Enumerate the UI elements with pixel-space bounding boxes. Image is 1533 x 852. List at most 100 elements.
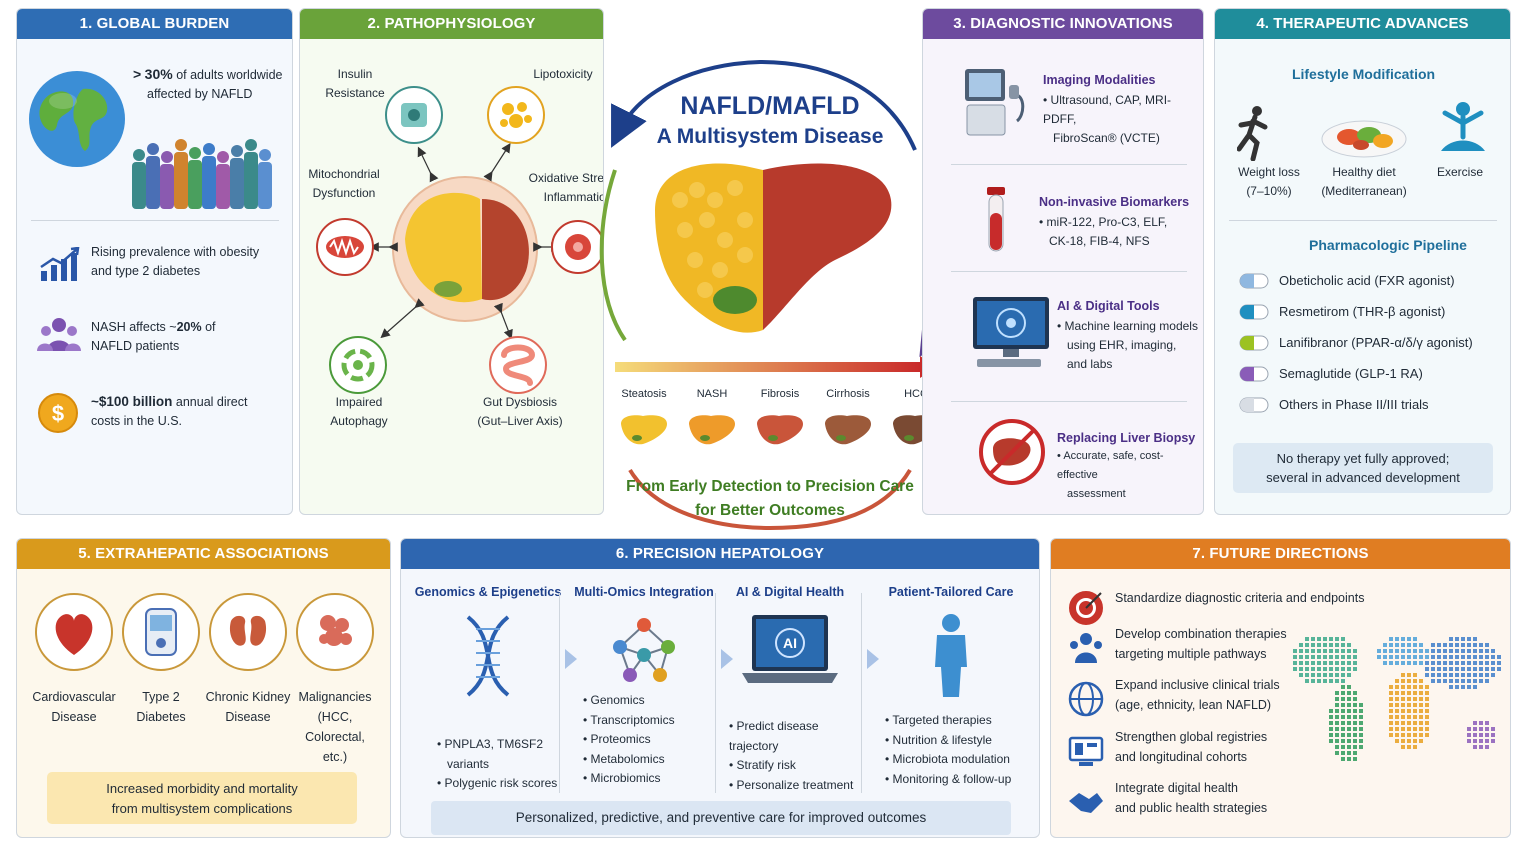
divider [951, 401, 1187, 402]
precision-column: Multi-Omics IntegrationGenomicsTranscrip… [569, 583, 719, 793]
column-item: Polygenic risk scores [437, 774, 558, 794]
flow-arrow [867, 649, 879, 669]
patient-icon [935, 614, 967, 697]
divider [951, 164, 1187, 165]
drug-item: Semaglutide (GLP-1 RA) [1239, 364, 1509, 386]
node-oxidative-stress: Oxidative Stress &Inflammation [528, 171, 604, 204]
heart-icon [35, 593, 113, 671]
panel-global-burden: 1. GLOBAL BURDEN > 30% of adults worldwi… [16, 8, 293, 515]
globe-grid-icon [1068, 681, 1104, 717]
panel-therapeutic-advances: 4. THERAPEUTIC ADVANCES Lifestyle Modifi… [1214, 8, 1511, 515]
column-title: Patient-Tailored Care [888, 585, 1014, 599]
healthy-plate-icon [1321, 120, 1407, 158]
tumor-icon [296, 593, 374, 671]
lifestyle-exercise: Exercise [1436, 165, 1483, 179]
capsule-icon [1239, 273, 1269, 289]
panel-extrahepatic-associations: 5. EXTRAHEPATIC ASSOCIATIONS Cardiovascu… [16, 538, 391, 838]
panel-title: 3. DIAGNOSTIC INNOVATIONS [923, 9, 1203, 39]
kidney-icon [209, 593, 287, 671]
column-item: Genomics [583, 691, 675, 711]
autophagy-icon [329, 336, 387, 394]
precision-columns: Genomics & EpigeneticsPNPLA3, TM6SF2vari… [401, 583, 1039, 795]
column-item: Nutrition & lifestyle [885, 731, 1011, 751]
column-title: Genomics & Epigenetics [414, 585, 562, 599]
svg-text:$: $ [52, 401, 64, 426]
stage-label-nash: NASH [696, 388, 728, 400]
yoga-icon [1441, 102, 1485, 151]
dollar-icon: $ [38, 393, 78, 433]
therapy-note: No therapy yet fully approved;several in… [1233, 443, 1493, 493]
stage-liver-icon [689, 415, 735, 445]
inflammation-icon [551, 220, 603, 274]
column-item: Targeted therapies [885, 711, 1011, 731]
capsule-icon [1239, 304, 1269, 320]
lipotoxicity-icon [487, 86, 545, 144]
column-item: Personalize treatment [729, 776, 865, 796]
column-item: Transcriptomics [583, 711, 674, 731]
people-icon [132, 139, 272, 209]
lifestyle-title: Lifestyle Modification [1291, 66, 1436, 82]
ai-digital-tools: AI & Digital Tools Machine learning mode… [1057, 299, 1198, 374]
annual-cost: ~$100 billion annual direct costs in the… [91, 394, 248, 428]
panel-diagnostic-innovations: 3. DIAGNOSTIC INNOVATIONS Imaging Modali… [922, 8, 1204, 515]
capsule-icon [1239, 335, 1269, 351]
precision-banner: Personalized, predictive, and preventive… [431, 801, 1011, 835]
panel-title: 4. THERAPEUTIC ADVANCES [1215, 9, 1510, 39]
flow-arrow [565, 649, 577, 669]
rising-prevalence: Rising prevalence with obesity and type … [91, 245, 260, 278]
center-cycle [599, 59, 955, 530]
group-icon [37, 318, 81, 351]
nash-affects: NASH affects ~20% of NAFLD patients [91, 320, 216, 353]
network-icon [613, 618, 675, 682]
gut-icon [489, 336, 547, 394]
drug-item: Lanifibranor (PPAR-α/δ/γ agonist) [1239, 333, 1509, 355]
column-item: Stratify risk [729, 756, 865, 776]
drug-item: Others in Phase II/III trials [1239, 395, 1509, 417]
extrahepatic-label: Malignancies(HCC, Colorectal,etc.) [298, 690, 372, 764]
drug-name: Resmetirom (THR-β agonist) [1279, 304, 1446, 319]
stage-liver-icon [757, 415, 803, 445]
column-items: Predict disease trajectoryStratify riskP… [729, 717, 865, 795]
flow-arrow [721, 649, 733, 669]
blood-tube-icon [987, 187, 1005, 252]
column-title: AI & Digital Health [735, 585, 845, 599]
chart-up-icon [40, 247, 80, 281]
handshake-icon [1069, 793, 1103, 813]
mitochondria-icon [316, 218, 374, 276]
lifestyle-weight-loss: Weight loss(7–10%) [1238, 165, 1300, 198]
column-item: Metabolomics [583, 750, 675, 770]
divider [1229, 220, 1497, 221]
stage-label-steatosis: Steatosis [621, 388, 667, 400]
noninvasive-biomarkers: Non-invasive Biomarkers miR-122, Pro-C3,… [1039, 195, 1189, 251]
panel-future-directions: 7. FUTURE DIRECTIONS Standardize diagnos… [1050, 538, 1511, 838]
panel-precision-hepatology: 6. PRECISION HEPATOLOGY Genomics & Epige… [400, 538, 1040, 838]
ai-monitor-icon [973, 297, 1049, 367]
ai-label: AI [783, 635, 797, 651]
panel-title: 2. PATHOPHYSIOLOGY [300, 9, 603, 39]
future-text: Expand inclusive clinical trials(age, et… [1115, 678, 1280, 712]
world-map-icon [1293, 637, 1501, 761]
column-item: Microbiomics [583, 769, 675, 789]
column-item: Proteomics [583, 730, 675, 750]
column-item: PNPLA3, TM6SF2 [437, 735, 557, 755]
pipeline-title: Pharmacologic Pipeline [1309, 237, 1467, 253]
drug-item: Obeticholic acid (FXR agonist) [1239, 271, 1509, 293]
insulin-resistance-icon [385, 86, 443, 144]
node-lipotoxicity: Lipotoxicity [533, 67, 593, 81]
future-item: Standardize diagnostic criteria and endp… [1067, 589, 1364, 629]
divider [31, 220, 279, 221]
drug-name: Semaglutide (GLP-1 RA) [1279, 366, 1423, 381]
panel-title: 6. PRECISION HEPATOLOGY [401, 539, 1039, 569]
precision-column: Patient-Tailored CareTargeted therapiesN… [871, 583, 1031, 793]
